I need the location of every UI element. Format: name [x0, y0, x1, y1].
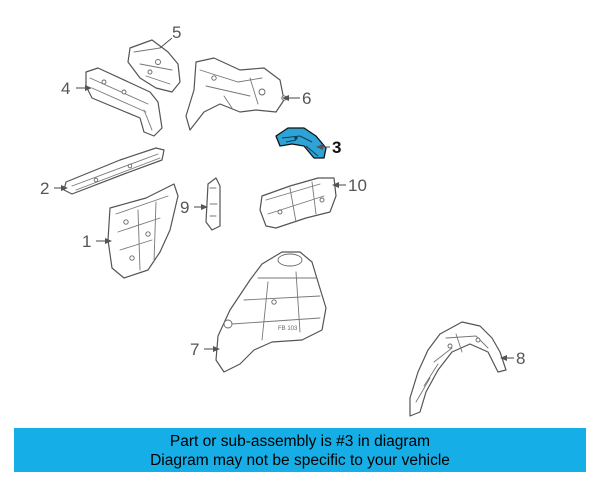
banner-line-part: Part or sub-assembly is #3 in diagram [169, 433, 431, 450]
callout-1: 1 [82, 232, 91, 251]
callout-4: 4 [61, 79, 70, 98]
callout-leaders [54, 37, 514, 361]
callout-8: 8 [516, 349, 525, 368]
part-4-rail [85, 67, 163, 137]
part-9-vertical-bracket [205, 177, 221, 231]
callout-3-highlighted: 3 [332, 138, 341, 157]
part-8-arch-liner [409, 321, 507, 417]
callout-10: 10 [348, 176, 367, 195]
part-5-bracket [127, 39, 181, 93]
part-6-inner-panel [185, 57, 287, 131]
callout-9: 9 [180, 198, 189, 217]
part-3-highlighted-bracket [275, 127, 327, 159]
part-2-strip [63, 147, 165, 195]
info-banner: Part or sub-assembly is #3 in diagram Di… [14, 428, 586, 472]
banner-line-disclaimer: Diagram may not be specific to your vehi… [150, 452, 450, 469]
callout-7: 7 [190, 340, 199, 359]
part-1-panel [107, 183, 179, 279]
callout-2: 2 [40, 179, 49, 198]
callout-6: 6 [302, 89, 311, 108]
part-10-box-section [259, 177, 337, 229]
callout-5: 5 [172, 23, 181, 42]
part-stamp-text: FB 103 [278, 326, 298, 332]
part-7-wheelhouse: FB 103 [215, 251, 327, 373]
callout-numbers: 5 4 6 3 2 9 10 1 7 8 [40, 23, 525, 368]
